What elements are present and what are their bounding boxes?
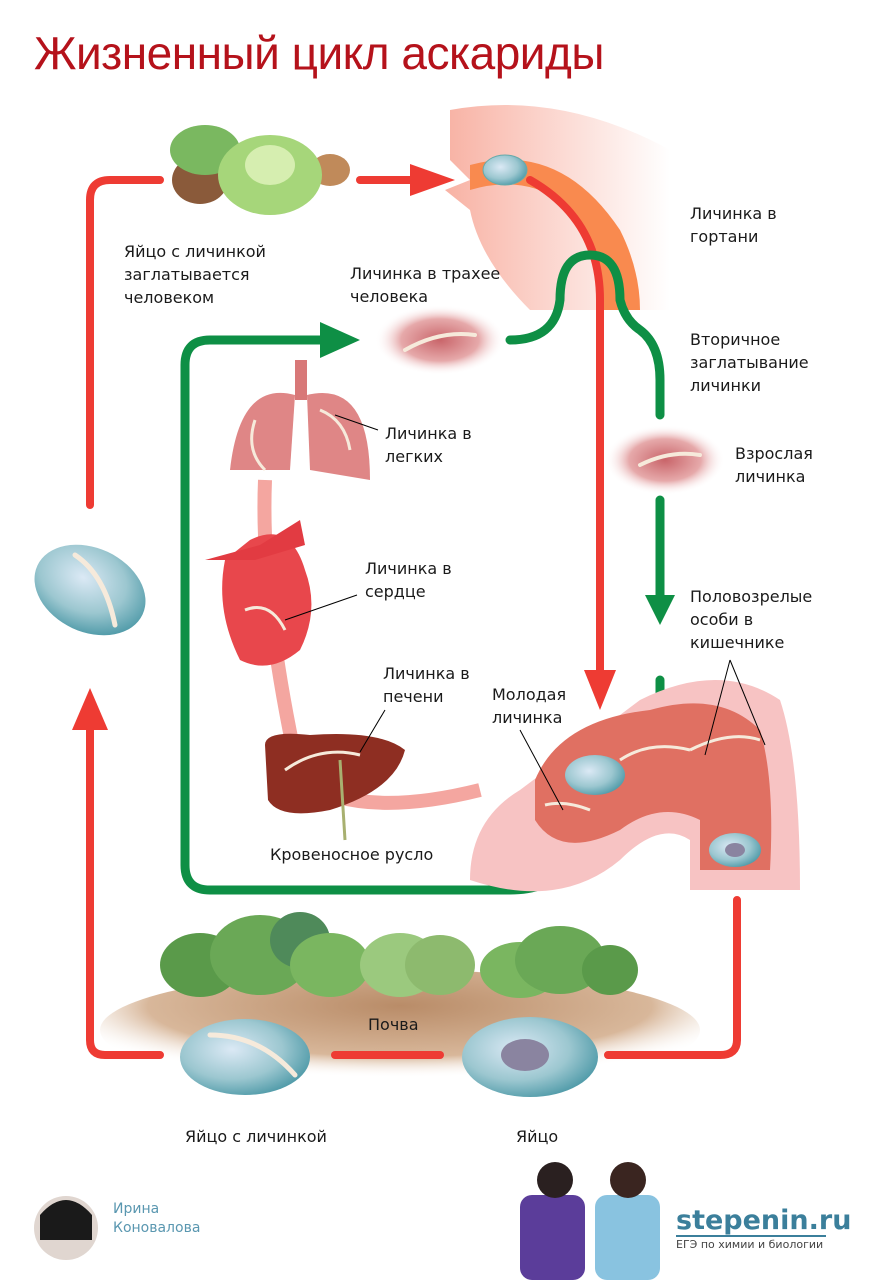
label-trachea: Личинка в трахее человека — [350, 264, 501, 306]
label-secondary-swallow: Вторичное заглатывание личинки — [690, 330, 809, 395]
label-mature-in-intestine: Половозрелые особи в кишечнике — [690, 587, 813, 652]
label-soil: Почва — [368, 1015, 419, 1034]
label-adult-larva: Взрослая личинка — [735, 444, 813, 486]
intestine-illustration — [470, 680, 800, 892]
brand-link[interactable]: stepenin.ru — [676, 1205, 852, 1236]
label-egg-with-larva: Яйцо с личинкой — [185, 1127, 327, 1146]
label-lungs: Личинка в легких — [385, 424, 472, 466]
brand-underline — [676, 1235, 826, 1237]
label-egg: Яйцо — [516, 1127, 559, 1146]
egg-with-larva-illustration — [180, 1019, 310, 1095]
red-arrowheads — [72, 164, 616, 730]
label-liver: Личинка в печени — [383, 664, 470, 706]
bushes-illustration — [160, 912, 638, 998]
egg-left-illustration — [34, 544, 146, 636]
red-path — [86, 176, 741, 1059]
heart-illustration — [205, 520, 312, 666]
lungs-illustration — [230, 360, 370, 480]
label-young-larva: Молодая личинка — [492, 685, 567, 727]
label-bloodstream: Кровеносное русло — [270, 845, 434, 864]
label-larynx: Личинка в гортани — [690, 204, 777, 246]
brand-photo — [520, 1162, 660, 1280]
label-heart: Личинка в сердце — [365, 559, 452, 601]
author-name: Ирина Коновалова — [113, 1201, 201, 1236]
adult-larva-blob — [605, 425, 725, 495]
liver-illustration — [265, 733, 405, 841]
trachea-larva-blob — [375, 305, 505, 375]
vegetables-illustration — [170, 125, 350, 215]
label-swallowed: Яйцо с личинкой заглатывается человеком — [124, 242, 266, 307]
page-title: Жизненный цикл аскариды — [34, 27, 604, 79]
egg-illustration — [462, 1017, 598, 1097]
brand-subtitle: ЕГЭ по химии и биологии — [676, 1238, 824, 1251]
